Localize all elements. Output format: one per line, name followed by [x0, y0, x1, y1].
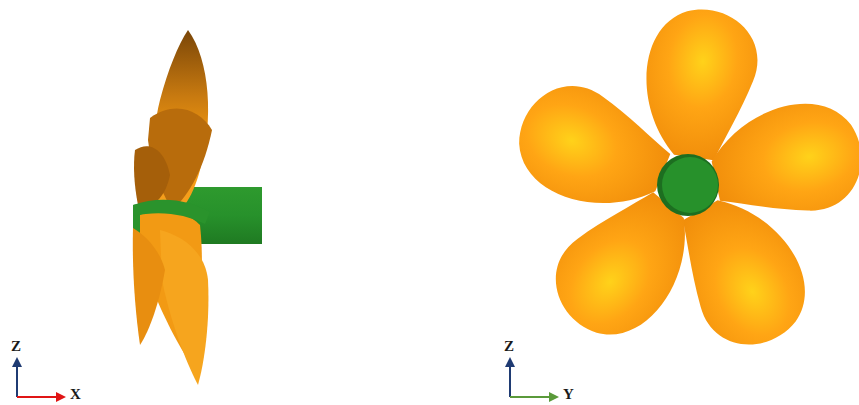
axis-label: Y — [563, 387, 574, 402]
blade-side — [160, 230, 208, 385]
axis-triad — [12, 357, 66, 402]
side-view — [133, 30, 262, 385]
hub — [662, 157, 718, 213]
axis-label: Z — [504, 339, 514, 354]
axis-label: Z — [11, 339, 21, 354]
hub-rim — [657, 154, 719, 216]
blade — [503, 71, 681, 227]
blade-side — [134, 146, 170, 206]
axis-label: X — [70, 387, 81, 402]
axis-triad — [505, 357, 559, 402]
front-view — [503, 2, 859, 363]
hub-band — [133, 200, 210, 224]
blade-side — [133, 228, 165, 345]
